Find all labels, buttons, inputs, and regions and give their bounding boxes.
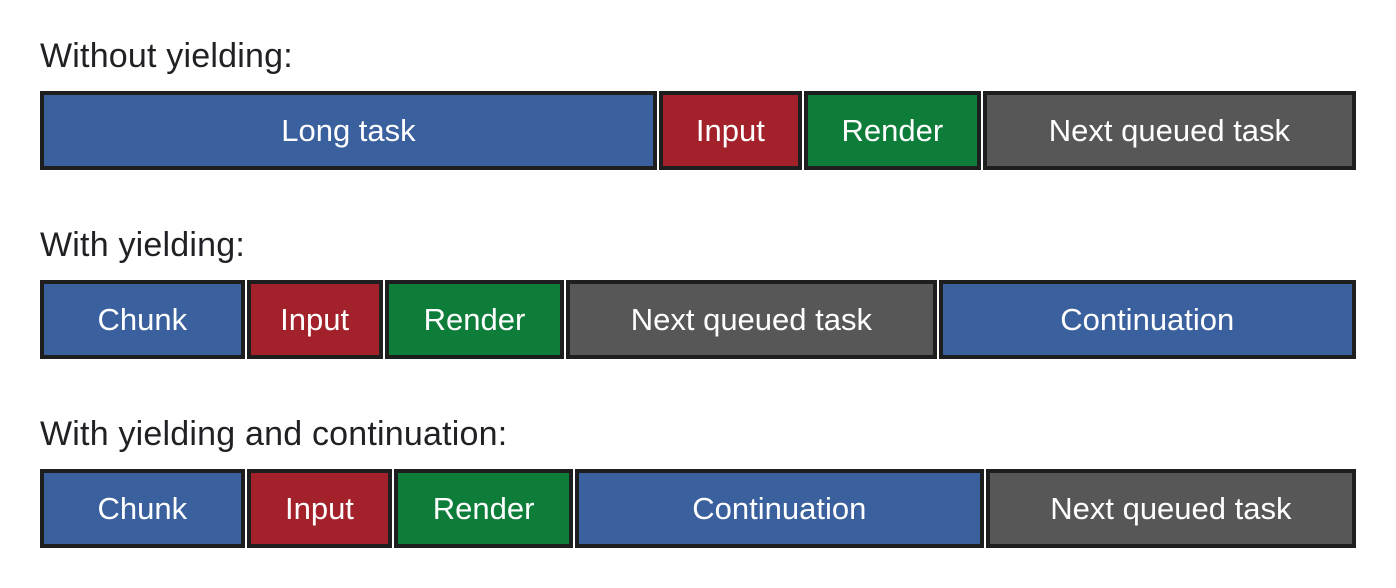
task-segment-next-queued-task: Next queued task: [985, 469, 1356, 548]
task-segment-render: Render: [384, 280, 565, 359]
task-segment-chunk: Chunk: [40, 469, 245, 548]
row-label-with-yielding-and-continuation: With yielding and continuation:: [40, 415, 508, 453]
task-segment-next-queued-task: Next queued task: [566, 280, 937, 359]
row-label-with-yielding: With yielding:: [40, 226, 245, 264]
task-segment-input: Input: [246, 469, 393, 548]
task-segment-long-task: Long task: [40, 91, 657, 170]
task-segment-render: Render: [803, 91, 981, 170]
task-segment-render: Render: [394, 469, 573, 548]
task-segment-chunk: Chunk: [40, 280, 245, 359]
row-label-without-yielding: Without yielding:: [40, 37, 293, 75]
task-segment-next-queued-task: Next queued task: [982, 91, 1356, 170]
task-segment-input: Input: [658, 91, 802, 170]
task-segment-input: Input: [246, 280, 383, 359]
task-segment-continuation: Continuation: [938, 280, 1356, 359]
task-segment-continuation: Continuation: [574, 469, 984, 548]
